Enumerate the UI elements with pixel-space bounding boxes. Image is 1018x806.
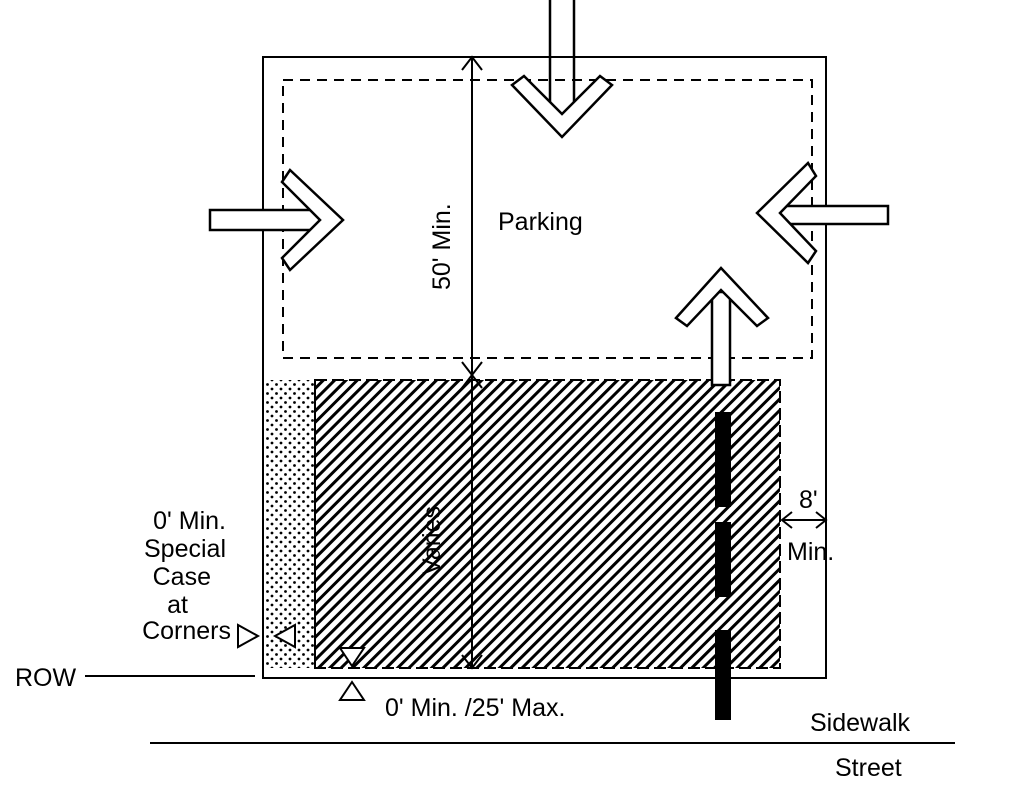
- dimension-50-min: [461, 55, 483, 670]
- arrow-from-right-icon: [755, 161, 890, 265]
- fifty-min-label: 50' Min.: [428, 203, 456, 290]
- sidewalk-label: Sidewalk: [810, 709, 911, 737]
- arrow-from-top-icon: [510, 0, 614, 139]
- front-setback-label: 0' Min. /25' Max.: [385, 694, 565, 722]
- row-label: ROW: [15, 664, 77, 692]
- corner-special-case-strip: [265, 380, 315, 668]
- eight-min-label: Min.: [787, 538, 834, 566]
- eight-label: 8': [799, 486, 818, 514]
- arrow-from-bottom-icon: [674, 266, 770, 387]
- corner-line: Special: [144, 535, 226, 563]
- building-area: [314, 379, 781, 669]
- driveway-markers: [715, 412, 731, 720]
- arrow-from-left-icon: [208, 168, 345, 272]
- lot-boundary: [262, 56, 827, 679]
- corner-line: at: [167, 591, 188, 619]
- setback-markers-icon: [237, 623, 366, 701]
- corner-line: Corners: [142, 617, 231, 645]
- corner-line: Case: [153, 563, 211, 591]
- parking-label: Parking: [498, 208, 583, 236]
- street-label: Street: [835, 754, 902, 782]
- dimension-8-min: [780, 511, 828, 529]
- corner-special-case-label: 0' Min. Special Case at Corners: [142, 507, 231, 645]
- corner-line: 0' Min.: [153, 507, 226, 535]
- varies-label: Varies: [418, 506, 446, 575]
